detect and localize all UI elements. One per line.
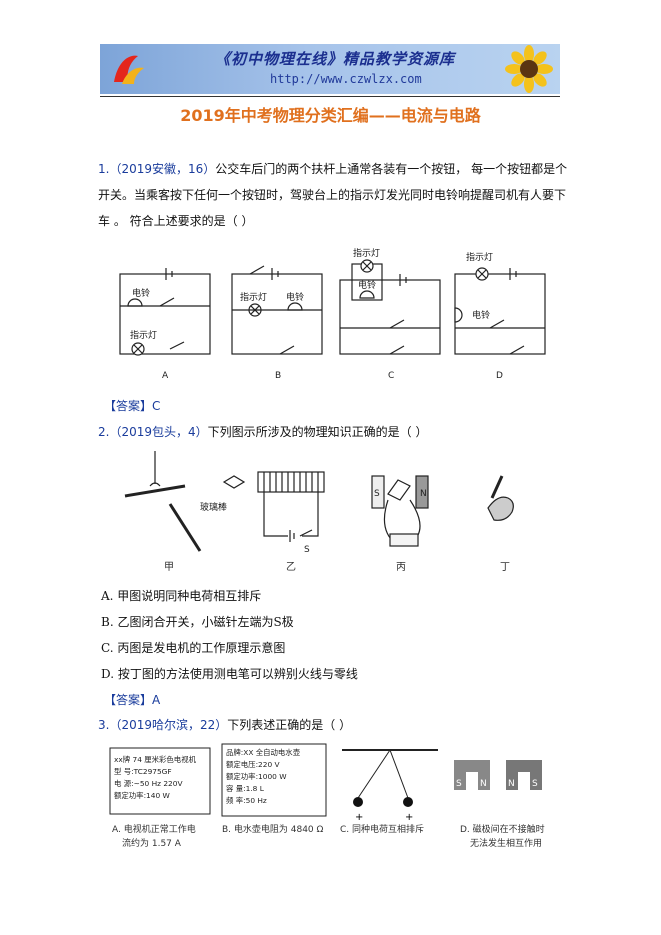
magnet-n-label: N (420, 489, 427, 499)
question-source: （2019安徽，16） (109, 162, 216, 176)
answer-label: 【答案】 (104, 693, 153, 707)
q1-answer: 【答案】C (104, 397, 160, 414)
magnets-figure: S N N S (454, 760, 542, 790)
q2-option-b: B. 乙图闭合开关，小磁针左端为S极 (101, 615, 294, 629)
kettle-plate-line4: 容 量:1.8 L (226, 784, 265, 793)
lamp-label-a: 指示灯 (130, 329, 157, 341)
caption-d-line2: 无法发生相互作用 (470, 837, 542, 849)
magnet-d-n1: N (480, 779, 487, 789)
caption-c: C. 同种电荷互相排斥 (340, 823, 424, 835)
q1-circuit-figures: 电铃 指示灯 指示灯 电铃 指示灯 电铃 指示灯 电铃 A B C D (119, 248, 546, 381)
kettle-plate-line2: 额定电压:220 V (226, 760, 280, 769)
q2-option-d: D. 按丁图的方法使用测电笔可以辨别火线与零线 (101, 667, 358, 681)
fig-label-c: C (388, 371, 394, 381)
fig-label-ding: 丁 (500, 562, 510, 573)
header-banner: 《初中物理在线》精品教学资源库 http://www.czwlzx.com (100, 44, 560, 94)
kettle-plate-line1: 品牌:XX 全自动电水壶 (226, 748, 301, 757)
banner-title: 《初中物理在线》精品教学资源库 (215, 50, 456, 68)
question-source: （2019哈尔滨，22） (109, 718, 228, 732)
tv-plate-line2: 型 号:TC2975GF (114, 767, 172, 776)
sunflower-icon (505, 45, 553, 93)
bell-label-a: 电铃 (132, 287, 150, 299)
fig-label-a: A (162, 371, 169, 381)
document-title: 2019年中考物理分类汇编——电流与电路 (180, 106, 481, 125)
caption-d-line1: D. 磁极间在不接触时 (460, 823, 545, 835)
charged-ball-left (353, 797, 363, 807)
charged-ball-right (403, 797, 413, 807)
question-2: 2.（2019包头，4）下列图示所涉及的物理知识正确的是（ ） (98, 419, 568, 445)
q2-answer: 【答案】A (104, 691, 160, 708)
caption-b: B. 电水壶电阻为 4840 Ω (222, 823, 324, 835)
answer-value: C (152, 399, 161, 413)
question-source: （2019包头，4） (109, 425, 208, 439)
kettle-plate-line3: 额定功率:1000 W (226, 772, 287, 781)
fig-label-bing: 丙 (396, 562, 406, 573)
lamp-label-d: 指示灯 (466, 251, 493, 263)
fig-label-jia: 甲 (164, 562, 174, 573)
caption-a-line2: 流约为 1.57 A (122, 837, 182, 849)
glass-rod-label: 玻璃棒 (200, 501, 227, 513)
magnet-s-label: S (374, 489, 380, 499)
question-text: 公交车后门的两个扶杆上通常各装有一个按钮， 每一个按钮都是个 (215, 162, 568, 176)
banner-url[interactable]: http://www.czwlzx.com (270, 72, 422, 86)
fig-label-yi: 乙 (286, 561, 296, 573)
bell-label-d: 电铃 (472, 309, 490, 321)
question-number: 1. (98, 162, 110, 176)
q2-option-c: C. 丙图是发电机的工作原理示意图 (101, 641, 286, 655)
magnet-d-s2: S (532, 779, 538, 789)
question-3: 3.（2019哈尔滨，22）下列表述正确的是（ ） (98, 712, 568, 738)
question-1-line3: 车 。 符合上述要求的是（ ） (98, 214, 254, 228)
q2-figures: 玻璃棒 S S N 甲 乙 丙 丁 (124, 451, 514, 573)
plus-right: + (405, 812, 413, 823)
answer-label: 【答案】 (104, 399, 153, 413)
lamp-label-c: 指示灯 (353, 248, 380, 259)
tv-plate-line3: 电 源:~50 Hz 220V (114, 779, 183, 788)
fig-label-d: D (496, 371, 503, 381)
question-number: 2. (98, 425, 110, 439)
question-1-line1: 1.（2019安徽，16）公交车后门的两个扶杆上通常各装有一个按钮， 每一个按钮… (98, 156, 568, 182)
site-logo-icon (114, 55, 144, 84)
magnet-d-n2: N (508, 779, 515, 789)
question-1-line2: 开关。当乘客按下任何一个按钮时，驾驶台上的指示灯发光同时电铃响提醒司机有人要下 (98, 188, 567, 202)
tv-plate-line1: xx牌 74 厘米彩色电视机 (114, 755, 197, 764)
header-rule (100, 96, 560, 97)
bell-label-b: 电铃 (286, 291, 304, 303)
tv-plate-line4: 额定功率:140 W (114, 791, 171, 800)
answer-value: A (152, 693, 161, 707)
plus-left: + (355, 812, 363, 823)
question-number: 3. (98, 718, 110, 732)
q2-option-a: A. 甲图说明同种电荷相互排斥 (101, 589, 262, 603)
q3-figures: + + xx牌 74 厘米彩色电视机 型 号:TC2975GF 电 源:~50 … (109, 743, 545, 849)
fig-label-b: B (275, 371, 281, 381)
question-1: 1.（2019安徽，16）公交车后门的两个扶杆上通常各装有一个按钮， 每一个按钮… (98, 156, 568, 234)
question-text: 下列表述正确的是（ ） (227, 718, 352, 732)
caption-a-line1: A. 电视机正常工作电 (112, 823, 196, 835)
magnet-d-s1: S (456, 779, 462, 789)
switch-label: S (304, 545, 310, 555)
lamp-label-b: 指示灯 (240, 291, 267, 303)
question-text: 下列图示所涉及的物理知识正确的是（ ） (207, 425, 428, 439)
bell-label-c: 电铃 (358, 279, 376, 291)
kettle-plate-line5: 频 率:50 Hz (226, 796, 267, 805)
